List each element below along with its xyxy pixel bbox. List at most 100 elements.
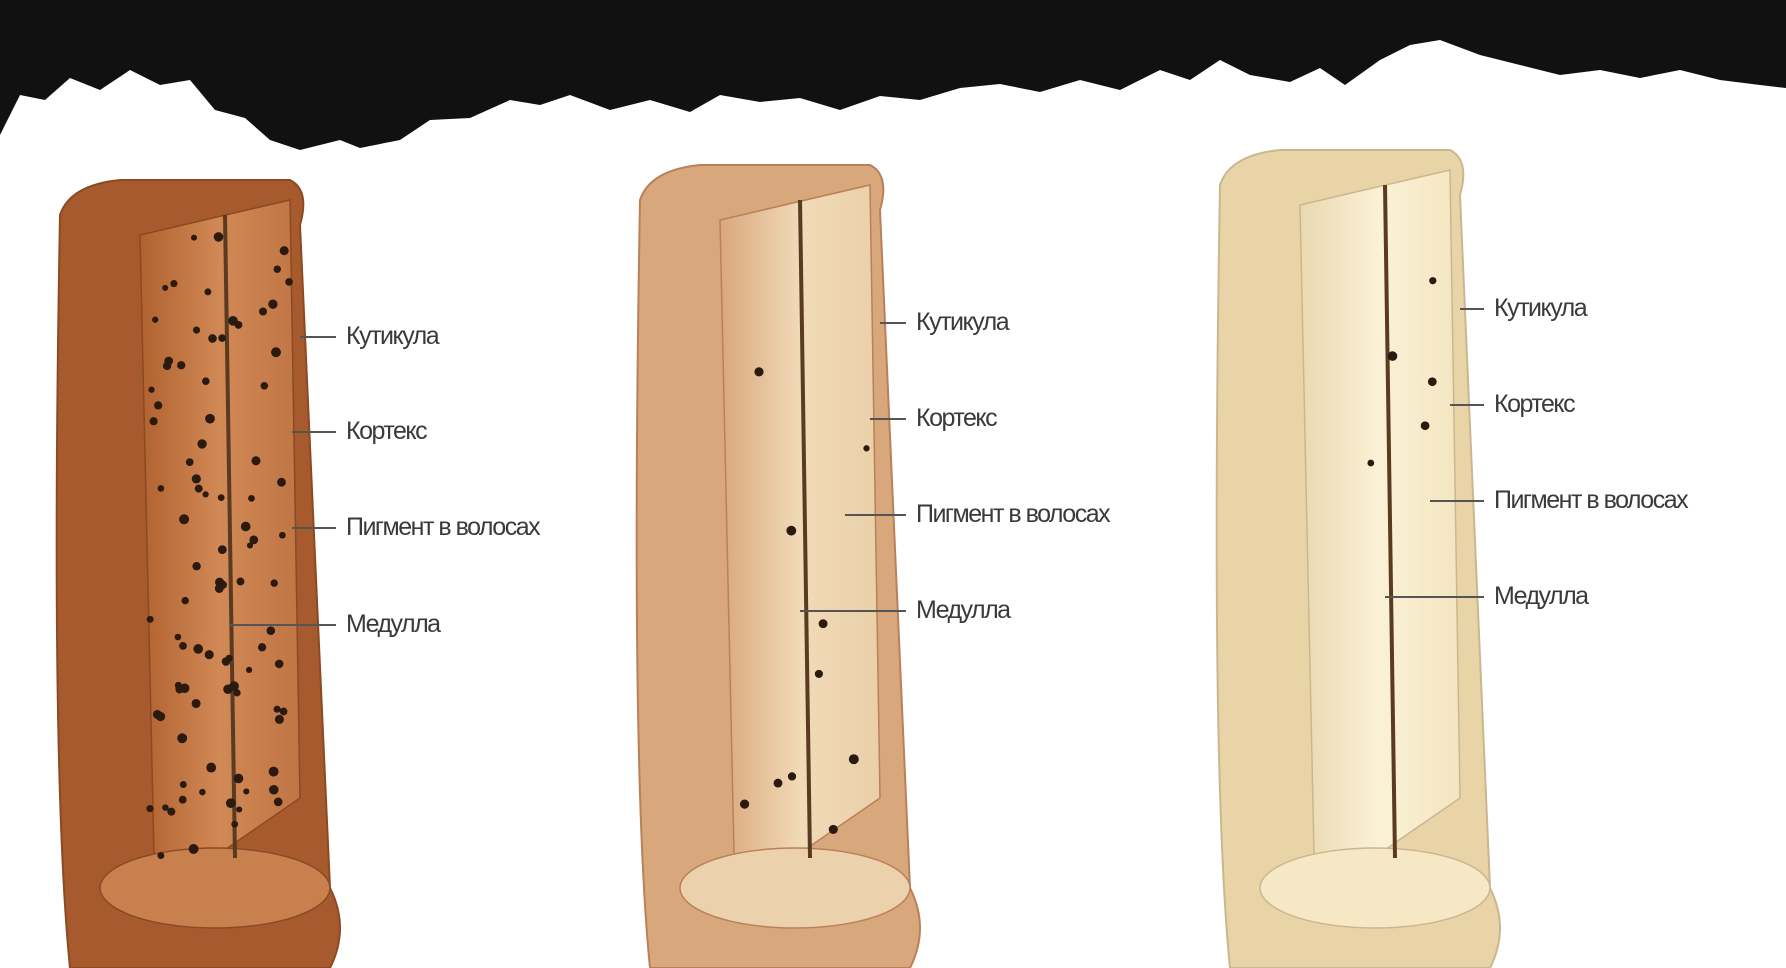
pigment-dot xyxy=(156,712,165,721)
pigment-dot xyxy=(152,317,158,323)
pigment-dot xyxy=(280,708,288,716)
pigment-dot xyxy=(199,789,205,795)
pigment-dot xyxy=(192,562,200,570)
pigment-dot xyxy=(215,584,224,593)
pigment-dot xyxy=(231,821,238,828)
pigment-dot xyxy=(226,655,233,662)
cortex-label: Кортекс xyxy=(346,419,426,444)
pigment-dot xyxy=(259,307,267,315)
pigment-dot xyxy=(229,681,239,691)
pigment-dot xyxy=(274,706,281,713)
pigment-dot xyxy=(214,232,224,242)
pigment-dot xyxy=(208,334,217,343)
pigment-dot xyxy=(234,774,244,784)
pigment-dot xyxy=(179,514,189,524)
pigment-dot xyxy=(271,347,281,357)
pigment-dot xyxy=(179,796,187,804)
pigment-dot xyxy=(788,772,796,780)
pigment-dot xyxy=(243,788,249,794)
pigment-dot xyxy=(774,779,783,788)
pigment-dot xyxy=(267,626,276,635)
pigment-dot xyxy=(193,644,203,654)
pigment-dot xyxy=(193,327,200,334)
pigment-dot xyxy=(163,362,171,370)
medulla-label: Медулла xyxy=(1494,584,1588,609)
shaft-cross-section xyxy=(680,848,910,928)
pigment-dot xyxy=(275,660,284,669)
pigment-dot xyxy=(251,456,260,465)
pigment-dot xyxy=(162,285,168,291)
pigment-dot xyxy=(226,798,236,808)
pigment-dot xyxy=(202,377,210,385)
hair-shaft-1 xyxy=(57,180,340,968)
pigment-dot xyxy=(1428,377,1437,386)
pigment-label: Пигмент в волосах xyxy=(916,502,1109,527)
pigment-label: Пигмент в волосах xyxy=(346,515,539,540)
pigment-dot xyxy=(1367,460,1374,467)
pigment-dot xyxy=(206,763,216,773)
shaft-cross-section xyxy=(100,848,330,928)
shaft-cross-section xyxy=(1260,848,1490,928)
pigment-dot xyxy=(228,316,238,326)
pigment-dot xyxy=(279,532,286,539)
pigment-dot xyxy=(195,485,203,493)
hair-shaft-3 xyxy=(1217,150,1500,968)
pigment-dot xyxy=(1429,277,1436,284)
pigment-dot xyxy=(218,334,226,342)
cuticle-label: Кутикула xyxy=(916,310,1008,335)
pigment-dot xyxy=(261,382,268,389)
cuticle-label: Кутикула xyxy=(1494,296,1586,321)
pigment-dot xyxy=(849,754,859,764)
pigment-dot xyxy=(148,387,154,393)
pigment-dot xyxy=(167,808,175,816)
pigment-dot xyxy=(192,474,201,483)
medulla-label: Медулла xyxy=(916,598,1010,623)
pigment-dot xyxy=(170,280,177,287)
pigment-dot xyxy=(218,494,225,501)
pigment-dot xyxy=(202,491,208,497)
cortex-label: Кортекс xyxy=(916,406,996,431)
pigment-dot xyxy=(1421,421,1430,430)
pigment-dot xyxy=(154,401,162,409)
pigment-dot xyxy=(150,417,158,425)
pigment-dot xyxy=(269,767,279,777)
pigment-dot xyxy=(258,643,266,651)
pigment-dot xyxy=(205,650,214,659)
pigment-dot xyxy=(274,798,283,807)
pigment-dot xyxy=(248,495,255,502)
pigment-dot xyxy=(275,715,284,724)
pigment-dot xyxy=(204,288,211,295)
pigment-dot xyxy=(815,670,823,678)
pigment-dot xyxy=(1388,351,1398,361)
pigment-label: Пигмент в волосах xyxy=(1494,488,1687,513)
pigment-dot xyxy=(740,799,749,808)
pigment-dot xyxy=(191,235,197,241)
pigment-dot xyxy=(181,597,188,604)
pigment-dot xyxy=(274,265,281,272)
pigment-dot xyxy=(754,367,763,376)
pigment-dot xyxy=(819,619,828,628)
pigment-dot xyxy=(786,526,796,536)
pigment-dot xyxy=(237,578,245,586)
pigment-dot xyxy=(157,852,164,859)
pigment-dot xyxy=(241,522,251,532)
pigment-dot xyxy=(146,805,153,812)
pigment-dot xyxy=(177,361,185,369)
pigment-dot xyxy=(189,844,199,854)
pigment-dot xyxy=(285,278,293,286)
pigment-dot xyxy=(269,785,279,795)
pigment-dot xyxy=(236,806,242,812)
pigment-dot xyxy=(175,634,182,641)
cuticle-label: Кутикула xyxy=(346,324,438,349)
pigment-dot xyxy=(179,642,187,650)
pigment-dot xyxy=(268,300,277,309)
pigment-dot xyxy=(192,699,201,708)
pigment-dot xyxy=(205,414,215,424)
pigment-dot xyxy=(270,579,277,586)
cortex-label: Кортекс xyxy=(1494,392,1574,417)
pigment-dot xyxy=(246,667,252,673)
pigment-dot xyxy=(280,246,289,255)
pigment-dot xyxy=(218,545,227,554)
